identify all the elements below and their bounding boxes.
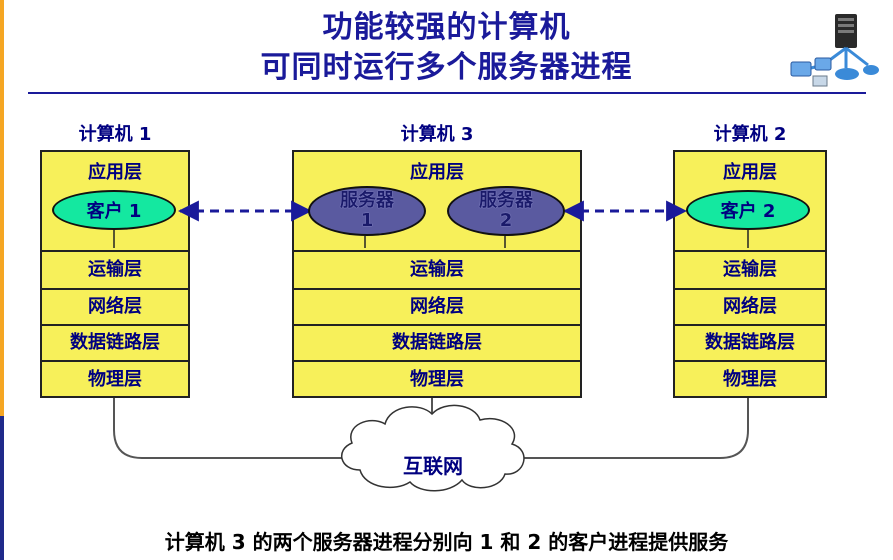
network-logo-icon (790, 14, 879, 87)
server-1-label: 服务器 (340, 190, 394, 211)
c1-network-layer: 网络层 (42, 288, 188, 324)
client-2-process: 客户 2 (686, 190, 810, 230)
computer-2-label: 计算机 2 (713, 124, 787, 145)
c3-datalink-layer: 数据链路层 (294, 324, 580, 360)
c1-application-layer: 应用层 (88, 162, 142, 183)
c2-transport-layer: 运输层 (675, 250, 825, 288)
server-2-label: 服务器 (479, 190, 533, 211)
title-line-2: 可同时运行多个服务器进程 (260, 50, 633, 85)
c2-network-link (520, 398, 749, 459)
c2-physical-layer: 物理层 (675, 360, 825, 398)
computer-1-stack: 应用层 运输层 网络层 数据链路层 物理层 (40, 150, 190, 398)
c2-datalink-layer: 数据链路层 (675, 324, 825, 360)
server-2-number: 2 (499, 210, 513, 231)
c2-network-layer: 网络层 (675, 288, 825, 324)
left-accent-blue (0, 416, 4, 560)
c2-application-layer: 应用层 (723, 162, 777, 183)
server-2-process: 服务器 2 (447, 186, 565, 236)
caption: 计算机 3 的两个服务器进程分别向 1 和 2 的客户进程提供服务 (164, 530, 729, 554)
c1-transport-layer: 运输层 (42, 250, 188, 288)
computer-1-label: 计算机 1 (78, 124, 152, 145)
title-line-1: 功能较强的计算机 (322, 10, 571, 45)
internet-label: 互联网 (403, 454, 463, 478)
c3-network-layer: 网络层 (294, 288, 580, 324)
c1-physical-layer: 物理层 (42, 360, 188, 398)
computer-3-stack: 应用层 运输层 网络层 数据链路层 物理层 (292, 150, 582, 398)
computer-2-stack: 应用层 运输层 网络层 数据链路层 物理层 (673, 150, 827, 398)
c1-datalink-layer: 数据链路层 (42, 324, 188, 360)
computer-3-label: 计算机 3 (400, 124, 474, 145)
c1-network-link (113, 398, 352, 459)
client-1-process: 客户 1 (52, 190, 176, 230)
left-accent-orange (0, 0, 4, 416)
c3-transport-layer: 运输层 (294, 250, 580, 288)
title-divider (28, 92, 866, 94)
server-1-process: 服务器 1 (308, 186, 426, 236)
c3-physical-layer: 物理层 (294, 360, 580, 398)
c3-application-layer: 应用层 (410, 162, 464, 183)
server-1-number: 1 (360, 210, 374, 231)
